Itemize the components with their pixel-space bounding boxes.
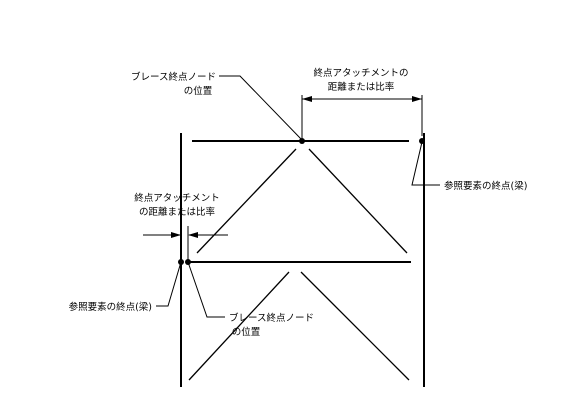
bottom-brace-node-label-line1: ブレース終点ノード [229,312,314,324]
top-attach-distance-label-line1: 終点アタッチメントの [313,67,408,79]
left-attach-distance-label-line1: 終点アタッチメント [134,192,220,204]
top-brace-node-label-line1: ブレース終点ノード [131,71,216,83]
bottom-ref-end-dot [178,259,184,265]
top-ref-end-label: 参照要素の終点(梁) [444,180,527,192]
lower-brace-left [188,271,290,381]
lower-brace-right [300,271,410,381]
bottom-brace-node-leader [187,261,225,318]
bottom-ref-end-leader [156,261,182,307]
upper-brace-left [196,148,297,254]
left-dimension-arrow-left [171,232,181,238]
top-attach-distance-label-line2: 距離または比率 [328,81,395,93]
upper-brace-right [308,148,408,254]
top-dimension-arrow-left [302,96,312,102]
top-ref-end-leader [411,141,440,186]
bottom-brace-node-dot [185,259,191,265]
bottom-brace-node-label-line2: の位置 [232,326,261,338]
top-brace-node-dot [299,138,305,144]
top-ref-end-dot [419,138,425,144]
bottom-ref-end-label: 参照要素の終点(梁) [69,301,152,313]
left-dimension-arrow-right [188,232,198,238]
top-brace-node-leader [219,75,303,141]
top-brace-node-label-line2: の位置 [184,85,213,97]
left-attach-distance-label-line2: の距離または比率 [139,206,216,218]
top-dimension-arrow-right [412,96,422,102]
